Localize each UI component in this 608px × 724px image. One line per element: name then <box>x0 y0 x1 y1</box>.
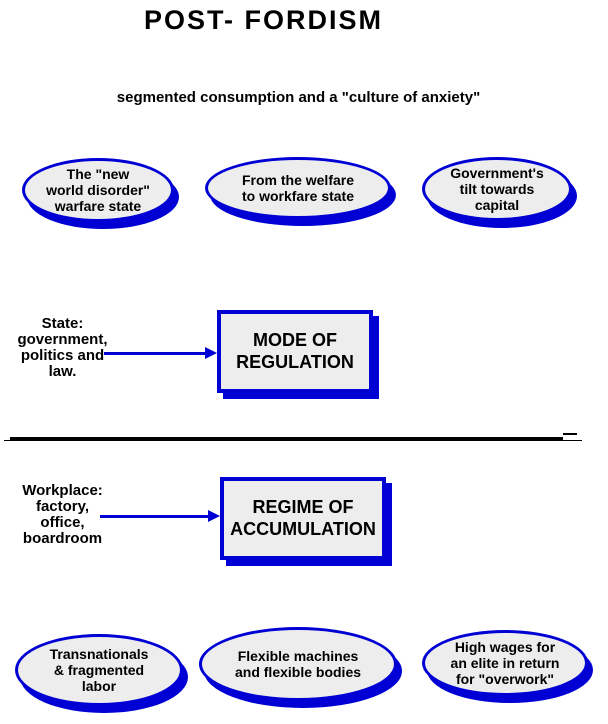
arrow-shaft <box>104 352 207 355</box>
ellipse-transnationals: Transnationals & fragmented labor <box>15 634 183 706</box>
ellipse-welfare-workfare: From the welfare to workfare state <box>205 157 391 219</box>
state-to-regulation-arrow <box>104 347 217 360</box>
ellipse-flexible-machines: Flexible machines and flexible bodies <box>199 627 397 701</box>
arrow-head-icon <box>205 347 217 359</box>
mode-of-regulation-box: MODE OF REGULATION <box>217 310 373 393</box>
arrow-shaft <box>100 515 210 518</box>
page-title: POST- FORDISM <box>143 5 383 35</box>
state-label: State: government, politics and law. <box>17 315 108 381</box>
ellipse-high-wages: High wages for an elite in return for "o… <box>422 630 588 696</box>
section-divider <box>10 437 563 441</box>
workplace-to-accumulation-arrow <box>100 510 220 523</box>
workplace-label: Workplace: factory, office, boardroom <box>22 482 103 548</box>
page-subtitle: segmented consumption and a "culture of … <box>116 89 481 106</box>
ellipse-government-tilt: Government's tilt towards capital <box>422 157 572 221</box>
regime-of-accumulation-box: REGIME OF ACCUMULATION <box>220 477 386 560</box>
arrow-head-icon <box>208 510 220 522</box>
ellipse-warfare-state: The "new world disorder" warfare state <box>22 158 174 222</box>
section-divider-tick <box>563 433 577 435</box>
